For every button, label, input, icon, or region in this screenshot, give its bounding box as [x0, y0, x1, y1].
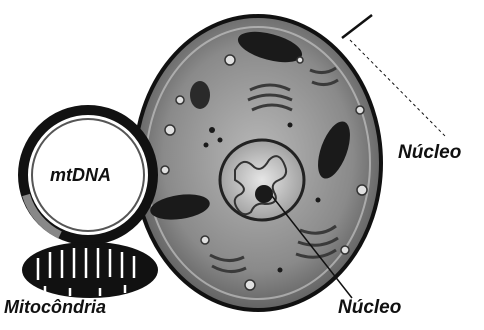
nucleolus [255, 185, 273, 203]
nucleus [220, 140, 304, 220]
nucleus-label-top: Núcleo [398, 142, 461, 164]
cell [135, 16, 381, 310]
organelle-dark [190, 81, 210, 109]
mitochondrion [23, 243, 157, 297]
mitochondria-label: Mitocôndria [4, 297, 106, 318]
pointer-top [342, 15, 372, 38]
mtdna-label: mtDNA [50, 165, 111, 186]
nucleus-label-bottom: Núcleo [338, 297, 401, 319]
